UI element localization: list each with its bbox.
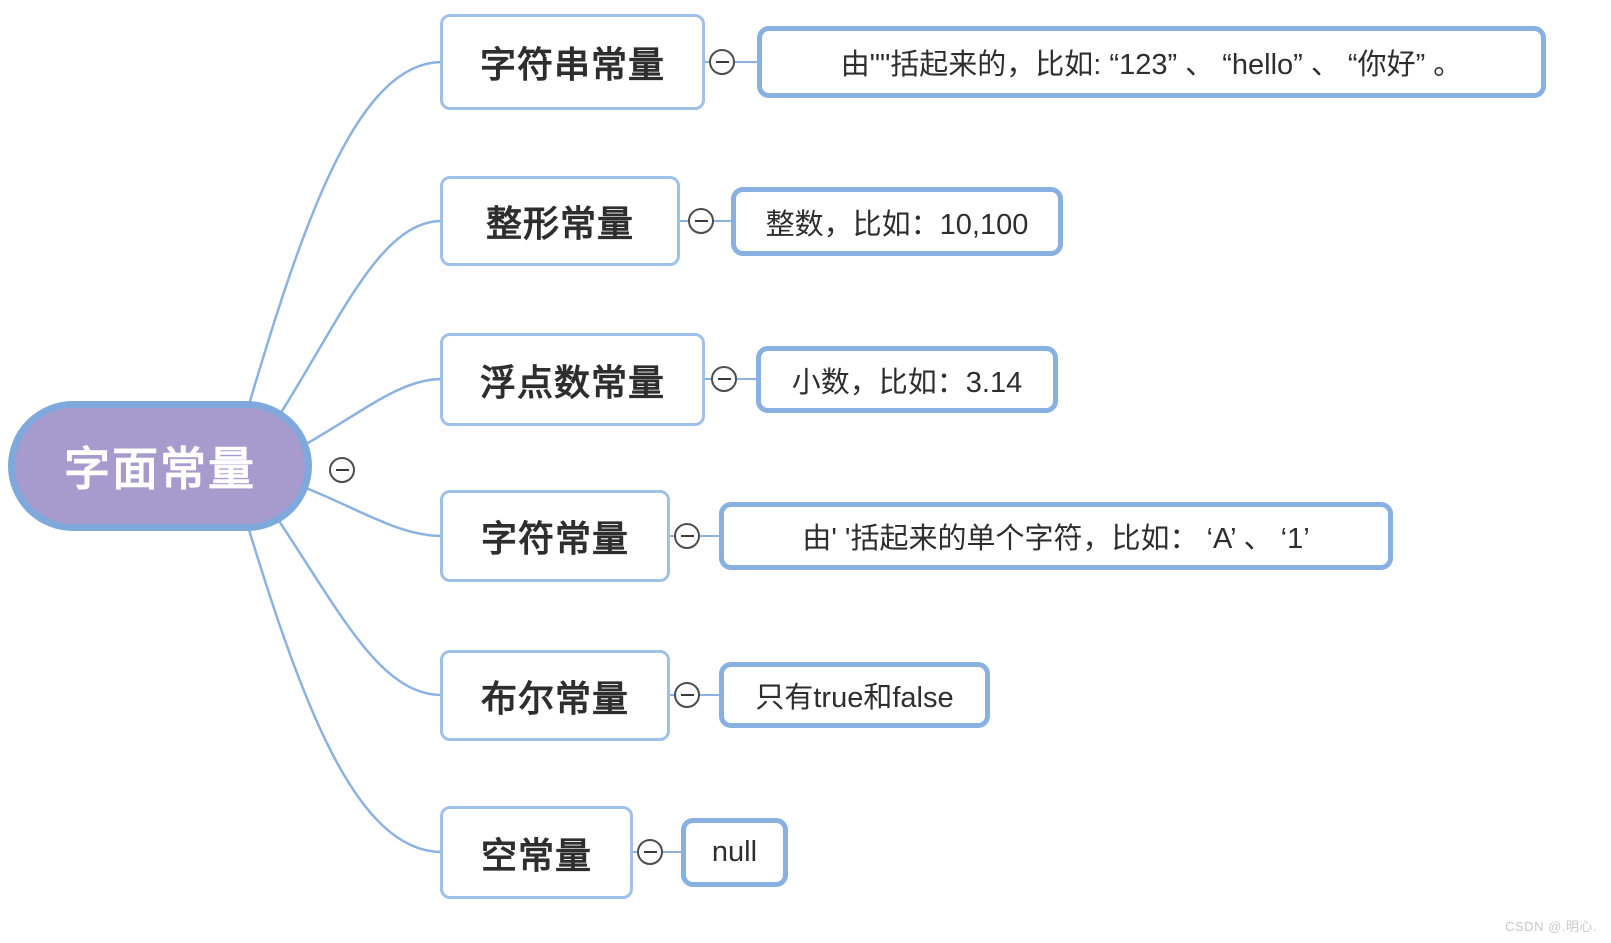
branch-node-char-constant[interactable]: 字符常量 (440, 490, 670, 582)
leaf-node-string-detail[interactable]: 由""括起来的，比如: “123” 、 “hello” 、 “你好” 。 (757, 26, 1546, 98)
branch-label: 字符常量 (480, 518, 629, 559)
leaf-label: null (711, 836, 758, 868)
collapse-button-float[interactable] (711, 366, 737, 392)
root-node-literal-constant[interactable]: 字面常量 (8, 401, 312, 531)
minus-icon (717, 378, 731, 380)
minus-icon (680, 535, 694, 537)
connector-root-to-boolean (256, 488, 444, 697)
minus-icon (643, 851, 657, 853)
collapse-button-boolean[interactable] (674, 682, 700, 708)
leaf-label: 由""括起来的，比如: “123” 、 “hello” 、 “你好” 。 (840, 49, 1463, 81)
branch-node-integer-constant[interactable]: 整形常量 (440, 176, 680, 266)
connector-root-to-integer (256, 219, 444, 450)
branch-node-boolean-constant[interactable]: 布尔常量 (440, 650, 670, 741)
minus-icon (694, 220, 708, 222)
branch-label: 整形常量 (485, 203, 634, 244)
branch-node-float-constant[interactable]: 浮点数常量 (440, 333, 705, 426)
collapse-button-integer[interactable] (688, 208, 714, 234)
connector-root-to-null (238, 498, 444, 854)
branch-node-string-constant[interactable]: 字符串常量 (440, 14, 705, 110)
branch-label: 浮点数常量 (479, 361, 665, 403)
collapse-button-null[interactable] (637, 839, 663, 865)
leaf-label: 由' '括起来的单个字符，比如： ‘A’ 、 ‘1’ (802, 523, 1310, 555)
leaf-node-float-detail[interactable]: 小数，比如：3.14 (756, 346, 1058, 413)
csdn-watermark: CSDN @.明心. (1505, 919, 1597, 934)
leaf-node-null-detail[interactable]: null (681, 818, 788, 887)
collapse-button-char[interactable] (674, 523, 700, 549)
leaf-label: 只有true和false (755, 682, 954, 714)
leaf-label: 小数，比如：3.14 (791, 366, 1023, 399)
minus-icon (335, 469, 349, 471)
branch-label: 字符串常量 (479, 44, 665, 85)
leaf-node-integer-detail[interactable]: 整数，比如：10,100 (731, 187, 1063, 256)
connector-root-to-string (238, 60, 444, 437)
root-collapse-button[interactable] (329, 457, 355, 483)
leaf-node-boolean-detail[interactable]: 只有true和false (719, 662, 990, 728)
leaf-label: 整数，比如：10,100 (765, 208, 1029, 241)
minus-icon (715, 61, 729, 63)
collapse-button-string[interactable] (709, 49, 735, 75)
leaf-node-char-detail[interactable]: 由' '括起来的单个字符，比如： ‘A’ 、 ‘1’ (719, 502, 1393, 570)
branch-label: 空常量 (480, 834, 592, 876)
root-node-label: 字面常量 (64, 443, 256, 495)
branch-label: 布尔常量 (480, 677, 629, 719)
minus-icon (680, 694, 694, 696)
branch-node-null-constant[interactable]: 空常量 (440, 806, 633, 899)
